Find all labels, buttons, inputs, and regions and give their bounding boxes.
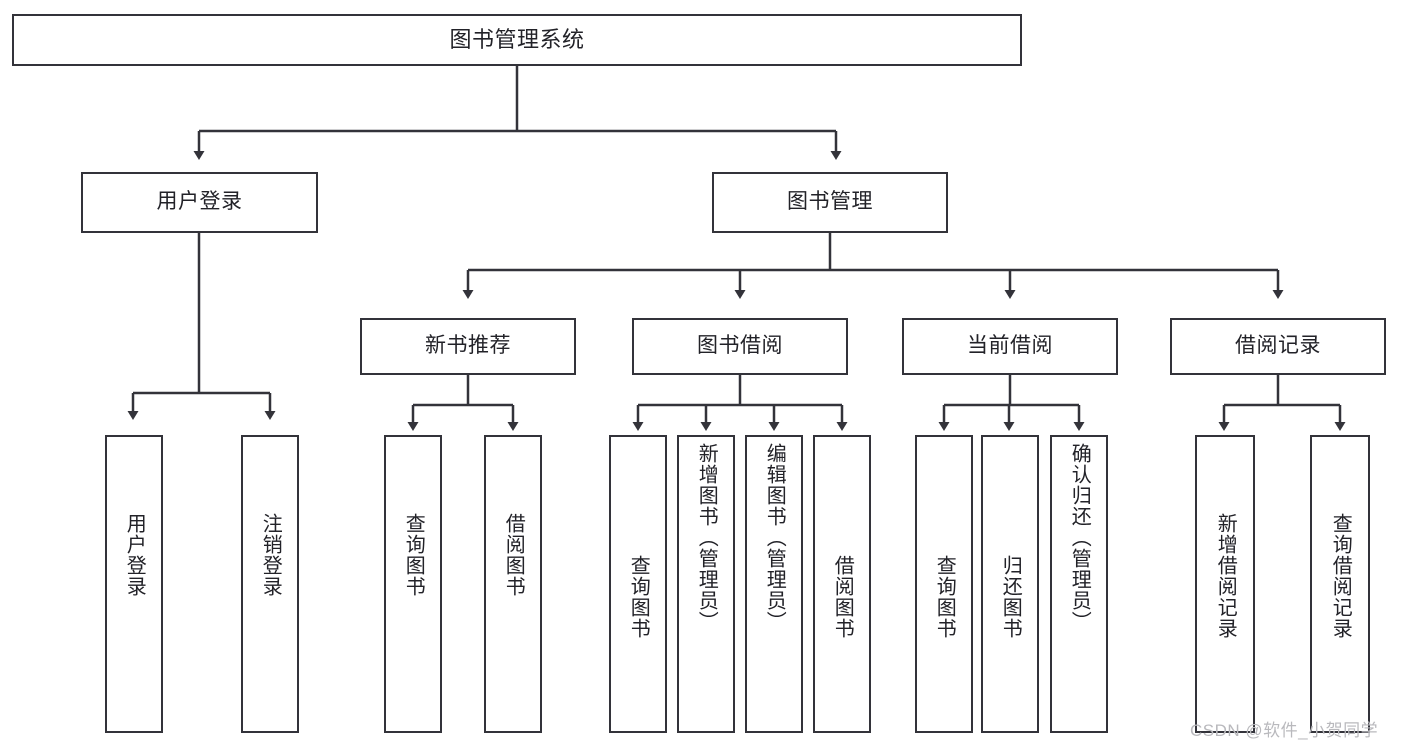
leaf-cb-confirm-return-admin[interactable]: 确认归还（管理员）	[1050, 435, 1108, 733]
leaf-br-query-record-label: 查询借阅记录	[1329, 513, 1352, 639]
leaf-cb-return-book[interactable]: 归还图书	[981, 435, 1039, 733]
leaf-bb-add-book-admin[interactable]: 新增图书（管理员）	[677, 435, 735, 733]
leaf-br-add-record[interactable]: 新增借阅记录	[1195, 435, 1255, 733]
leaf-bb-edit-book-admin[interactable]: 编辑图书（管理员）	[745, 435, 803, 733]
leaf-bb-borrow-book-label: 借阅图书	[831, 555, 854, 639]
leaf-nb-query-book[interactable]: 查询图书	[384, 435, 442, 733]
leaf-logout[interactable]: 注销登录	[241, 435, 299, 733]
node-user-login[interactable]: 用户登录	[81, 172, 318, 233]
node-new-book-recommend-label: 新书推荐	[425, 334, 511, 358]
leaf-cb-query-book[interactable]: 查询图书	[915, 435, 973, 733]
node-new-book-recommend[interactable]: 新书推荐	[360, 318, 576, 375]
watermark: CSDN @软件_小贺同学	[1190, 721, 1379, 740]
leaf-cb-query-book-label: 查询图书	[933, 555, 956, 639]
leaf-cb-confirm-return-admin-label: 确认归还（管理员）	[1068, 443, 1091, 632]
leaf-user-login[interactable]: 用户登录	[105, 435, 163, 733]
leaf-bb-query-book[interactable]: 查询图书	[609, 435, 667, 733]
leaf-bb-edit-book-admin-label: 编辑图书（管理员）	[763, 443, 786, 632]
leaf-br-query-record[interactable]: 查询借阅记录	[1310, 435, 1370, 733]
node-current-borrow[interactable]: 当前借阅	[902, 318, 1118, 375]
leaf-bb-borrow-book[interactable]: 借阅图书	[813, 435, 871, 733]
node-user-login-label: 用户登录	[156, 190, 243, 214]
node-borrow-record-label: 借阅记录	[1235, 334, 1321, 358]
leaf-user-login-label: 用户登录	[123, 513, 146, 597]
node-book-manage-label: 图书管理	[787, 190, 873, 214]
leaf-nb-borrow-book[interactable]: 借阅图书	[484, 435, 542, 733]
leaf-br-add-record-label: 新增借阅记录	[1214, 513, 1237, 639]
node-current-borrow-label: 当前借阅	[967, 334, 1053, 358]
node-book-manage[interactable]: 图书管理	[712, 172, 948, 233]
node-root-label: 图书管理系统	[449, 27, 585, 53]
leaf-cb-return-book-label: 归还图书	[999, 555, 1022, 639]
leaf-logout-label: 注销登录	[259, 513, 282, 597]
leaf-bb-add-book-admin-label: 新增图书（管理员）	[695, 443, 718, 632]
node-book-borrow[interactable]: 图书借阅	[632, 318, 848, 375]
node-root[interactable]: 图书管理系统	[12, 14, 1022, 66]
node-borrow-record[interactable]: 借阅记录	[1170, 318, 1386, 375]
node-book-borrow-label: 图书借阅	[697, 334, 783, 358]
leaf-nb-query-book-label: 查询图书	[402, 513, 425, 597]
leaf-nb-borrow-book-label: 借阅图书	[502, 513, 525, 597]
leaf-bb-query-book-label: 查询图书	[627, 555, 650, 639]
